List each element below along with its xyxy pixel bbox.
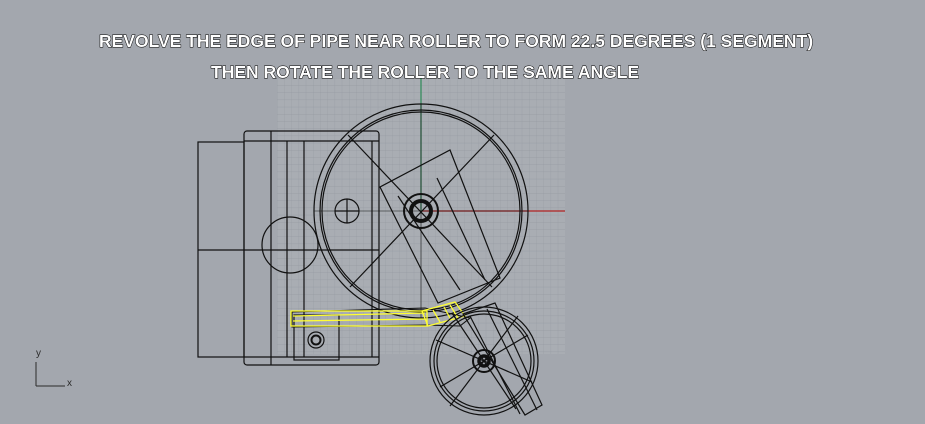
selected-pipe-edge[interactable] bbox=[290, 301, 467, 327]
housing-geometry bbox=[197, 130, 380, 366]
roller[interactable] bbox=[429, 302, 543, 416]
instruction-line-2: THEN ROTATE THE ROLLER TO THE SAME ANGLE bbox=[210, 62, 640, 83]
body-hole bbox=[261, 216, 319, 274]
axis-label-x: x bbox=[67, 378, 72, 389]
axis-label-y: y bbox=[36, 348, 41, 359]
center-body bbox=[243, 130, 380, 366]
instruction-line-1: REVOLVE THE EDGE OF PIPE NEAR ROLLER TO … bbox=[98, 31, 814, 52]
large-wheel bbox=[313, 103, 529, 319]
wheel-hub bbox=[403, 193, 439, 229]
world-axis-icon bbox=[35, 362, 65, 387]
